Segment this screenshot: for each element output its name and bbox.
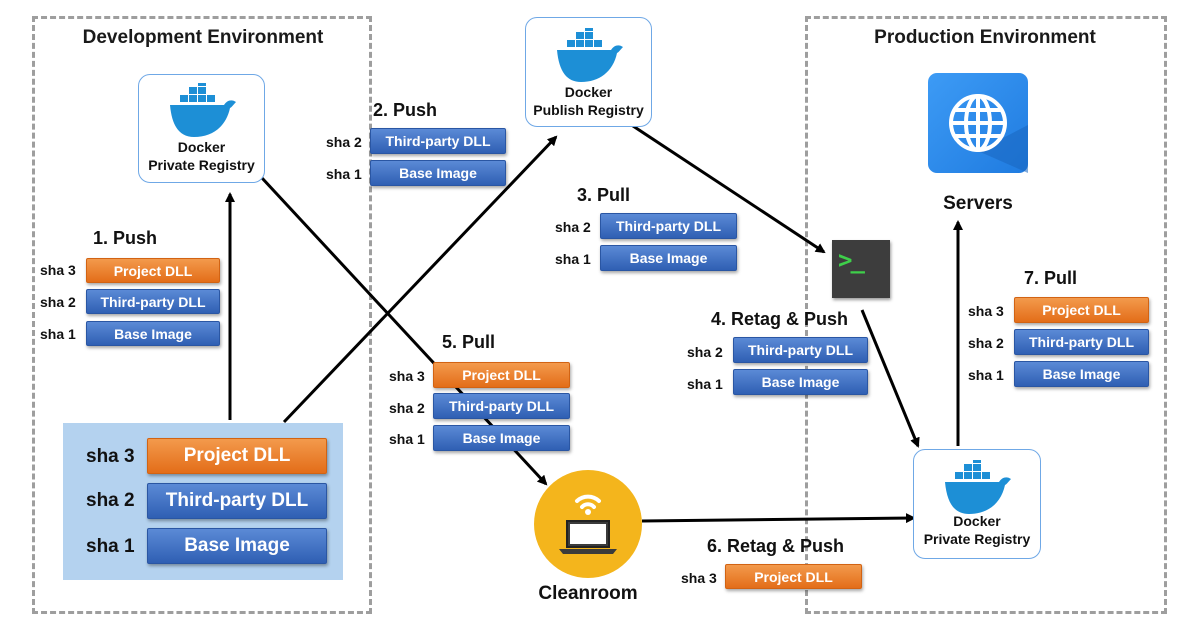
step4-sha2: sha 2 bbox=[687, 344, 723, 360]
step1-layer-third-party-dll[interactable]: Third-party DLL bbox=[86, 289, 220, 314]
terminal-prompt: >_ bbox=[838, 246, 865, 274]
step1-sha3: sha 3 bbox=[40, 262, 76, 278]
docker-whale-icon bbox=[170, 83, 236, 137]
step7-sha2: sha 2 bbox=[968, 335, 1004, 351]
step5-sha2: sha 2 bbox=[389, 400, 425, 416]
dev-registry-label-line1: Docker bbox=[177, 139, 226, 155]
production-environment-title: Production Environment bbox=[874, 27, 1096, 48]
arrow-publish-registry-to-terminal bbox=[629, 122, 826, 254]
publish-registry-label-line1: Docker bbox=[564, 84, 613, 100]
step3-sha1: sha 1 bbox=[555, 251, 591, 267]
step7-layer-base-image[interactable]: Base Image bbox=[1014, 361, 1149, 387]
step1-layer-base-image[interactable]: Base Image bbox=[86, 321, 220, 346]
step1-layer-project-dll[interactable]: Project DLL bbox=[86, 258, 220, 283]
cleanroom-laptop-wifi-icon[interactable] bbox=[533, 469, 643, 579]
terminal-icon[interactable]: >_ bbox=[832, 240, 890, 298]
local-sha3: sha 3 bbox=[86, 446, 135, 467]
step4-layer-base-image[interactable]: Base Image bbox=[733, 369, 868, 395]
docker-publish-registry[interactable]: Docker Publish Registry bbox=[525, 17, 652, 127]
docker-whale-icon bbox=[557, 28, 623, 82]
arrow-stack-to-publish-registry bbox=[282, 135, 558, 424]
production-environment-box bbox=[805, 16, 1167, 614]
publish-registry-label-line2: Publish Registry bbox=[533, 102, 644, 118]
prod-registry-label-line2: Private Registry bbox=[923, 531, 1031, 547]
step6-title: 6. Retag & Push bbox=[707, 536, 845, 556]
local-layer-project-dll[interactable]: Project DLL bbox=[147, 438, 327, 474]
step6-layer-project-dll[interactable]: Project DLL bbox=[725, 564, 862, 589]
prod-registry-label-line1: Docker bbox=[953, 513, 1001, 529]
step2-layer-third-party-dll[interactable]: Third-party DLL bbox=[370, 128, 506, 154]
step5-sha3: sha 3 bbox=[389, 368, 425, 384]
dev-docker-private-registry[interactable]: Docker Private Registry bbox=[138, 74, 265, 183]
step1-sha1: sha 1 bbox=[40, 326, 76, 342]
docker-whale-icon bbox=[945, 460, 1011, 514]
step4-title: 4. Retag & Push bbox=[711, 309, 849, 329]
step2-sha1: sha 1 bbox=[326, 166, 362, 182]
step4-sha1: sha 1 bbox=[687, 376, 723, 392]
prod-docker-private-registry[interactable]: Docker Private Registry bbox=[913, 449, 1041, 559]
step5-layer-project-dll[interactable]: Project DLL bbox=[433, 362, 570, 388]
step2-layer-base-image[interactable]: Base Image bbox=[370, 160, 506, 186]
step5-sha1: sha 1 bbox=[389, 431, 425, 447]
servers-label: Servers bbox=[943, 193, 1013, 214]
development-environment-box bbox=[32, 16, 372, 614]
step3-sha2: sha 2 bbox=[555, 219, 591, 235]
step1-sha2: sha 2 bbox=[40, 294, 76, 310]
local-layer-base-image[interactable]: Base Image bbox=[147, 528, 327, 564]
step5-layer-base-image[interactable]: Base Image bbox=[433, 425, 570, 451]
dev-registry-label-line2: Private Registry bbox=[148, 157, 255, 173]
step7-title: 7. Pull bbox=[1024, 268, 1078, 288]
step6-sha3: sha 3 bbox=[681, 570, 717, 586]
step5-title: 5. Pull bbox=[442, 332, 496, 352]
step3-title: 3. Pull bbox=[577, 185, 631, 205]
local-layer-third-party-dll[interactable]: Third-party DLL bbox=[147, 483, 327, 519]
step7-sha3: sha 3 bbox=[968, 303, 1004, 319]
development-environment-title: Development Environment bbox=[82, 27, 324, 48]
arrow-cleanroom-to-prod-registry bbox=[641, 513, 916, 524]
step5-layer-third-party-dll[interactable]: Third-party DLL bbox=[433, 393, 570, 419]
globe-icon[interactable] bbox=[928, 73, 1028, 173]
step3-layer-third-party-dll[interactable]: Third-party DLL bbox=[600, 213, 737, 239]
step2-title: 2. Push bbox=[373, 100, 438, 120]
cleanroom-label: Cleanroom bbox=[538, 583, 638, 604]
step7-layer-project-dll[interactable]: Project DLL bbox=[1014, 297, 1149, 323]
local-sha1: sha 1 bbox=[86, 536, 135, 557]
step1-title: 1. Push bbox=[93, 228, 158, 248]
step7-sha1: sha 1 bbox=[968, 367, 1004, 383]
arrow-terminal-to-prod-registry bbox=[860, 309, 920, 448]
step2-sha2: sha 2 bbox=[326, 134, 362, 150]
step3-layer-base-image[interactable]: Base Image bbox=[600, 245, 737, 271]
step7-layer-third-party-dll[interactable]: Third-party DLL bbox=[1014, 329, 1149, 355]
local-sha2: sha 2 bbox=[86, 490, 135, 511]
step4-layer-third-party-dll[interactable]: Third-party DLL bbox=[733, 337, 868, 363]
